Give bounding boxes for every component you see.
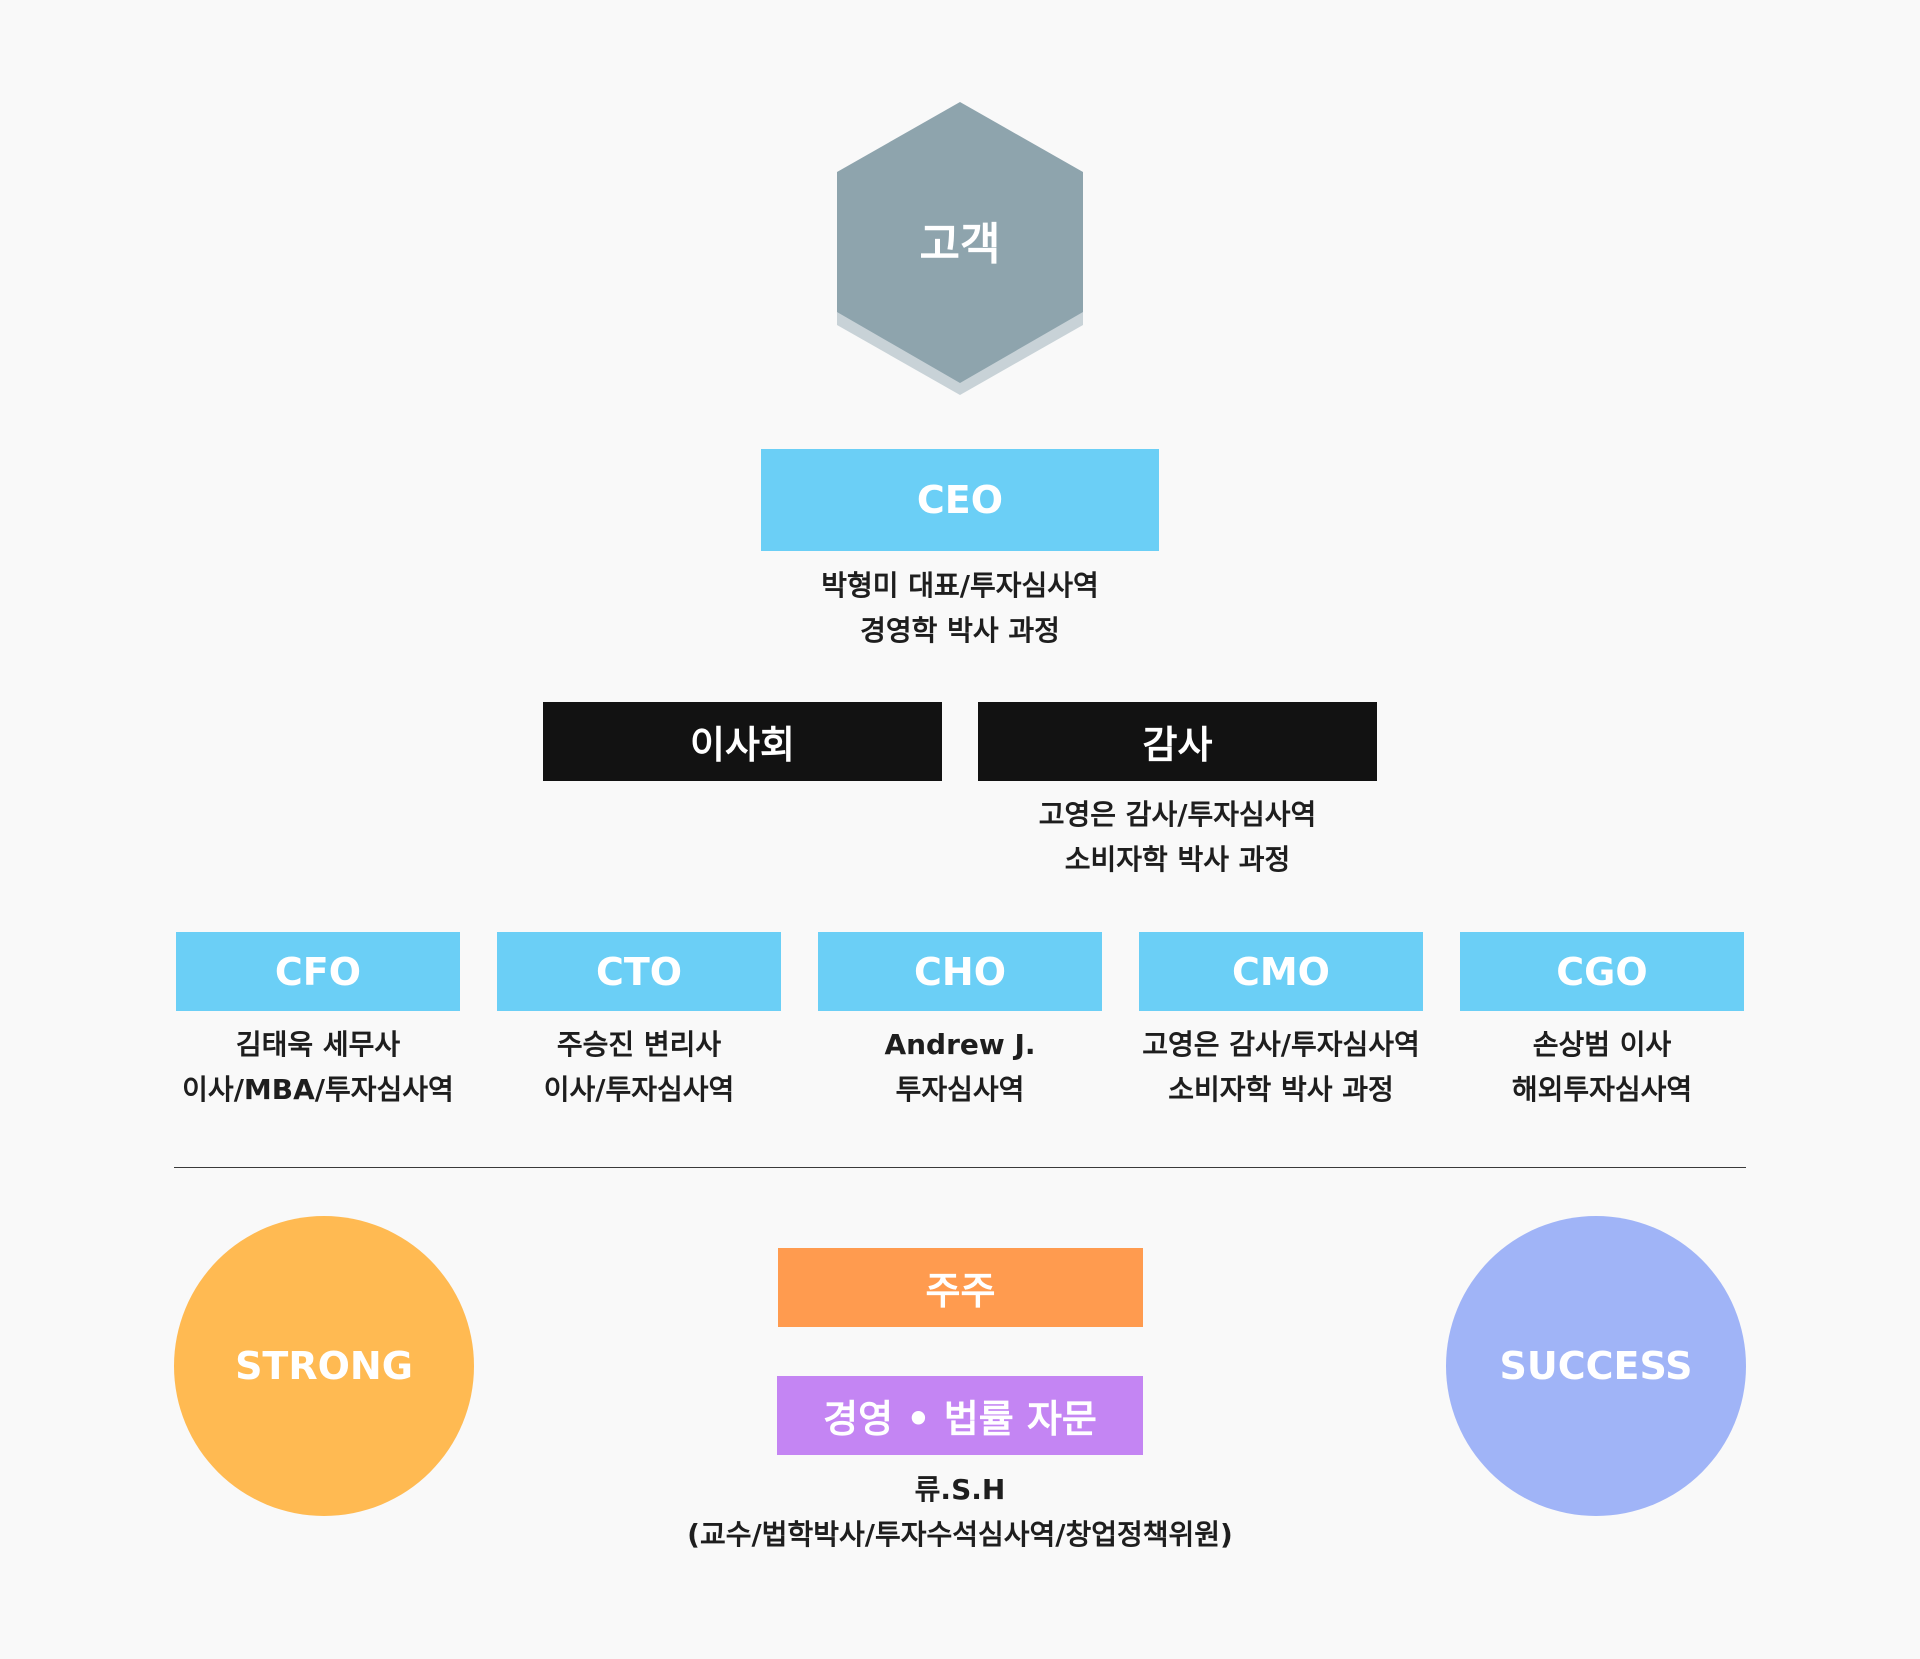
- cmo-box: CMO: [1139, 932, 1423, 1011]
- cfo-caption-line1: 김태욱 세무사: [235, 1028, 401, 1061]
- cfo-box: CFO: [176, 932, 460, 1011]
- audit-box: 감사: [978, 702, 1377, 781]
- shareholders-box: 주주: [778, 1248, 1143, 1327]
- strong-circle: STRONG: [174, 1216, 474, 1516]
- customer-hexagon: 고객: [835, 100, 1085, 396]
- cho-box: CHO: [818, 932, 1102, 1011]
- advisory-caption-line2: (교수/법학박사/투자수석심사역/창업정책위원): [687, 1518, 1233, 1551]
- hexagon-icon: [837, 102, 1083, 395]
- board-box: 이사회: [543, 702, 942, 781]
- success-circle: SUCCESS: [1446, 1216, 1746, 1516]
- cgo-caption-line2: 해외투자심사역: [1511, 1073, 1693, 1106]
- advisory-box: 경영 • 법률 자문: [777, 1376, 1143, 1455]
- cmo-caption: 고영은 감사/투자심사역 소비자학 박사 과정: [1121, 1022, 1441, 1112]
- section-divider: [174, 1167, 1746, 1168]
- cfo-caption-line2: 이사/MBA/투자심사역: [182, 1073, 454, 1106]
- ceo-caption-line2: 경영학 박사 과정: [860, 614, 1060, 647]
- customer-label: 고객: [919, 219, 1001, 270]
- cto-caption: 주승진 변리사 이사/투자심사역: [479, 1022, 799, 1112]
- cho-caption: Andrew J. 투자심사역: [800, 1022, 1120, 1112]
- audit-caption-line1: 고영은 감사/투자심사역: [1038, 798, 1317, 831]
- cto-caption-line2: 이사/투자심사역: [543, 1073, 735, 1106]
- cto-box: CTO: [497, 932, 781, 1011]
- cgo-caption: 손상범 이사 해외투자심사역: [1442, 1022, 1762, 1112]
- audit-caption: 고영은 감사/투자심사역 소비자학 박사 과정: [978, 792, 1377, 882]
- cgo-caption-line1: 손상범 이사: [1532, 1028, 1672, 1061]
- cho-caption-line2: 투자심사역: [895, 1073, 1025, 1106]
- cmo-caption-line1: 고영은 감사/투자심사역: [1142, 1028, 1420, 1061]
- advisory-caption: 류.S.H (교수/법학박사/투자수석심사역/창업정책위원): [620, 1467, 1300, 1557]
- ceo-box: CEO: [761, 449, 1159, 551]
- cmo-caption-line2: 소비자학 박사 과정: [1168, 1073, 1394, 1106]
- ceo-caption: 박형미 대표/투자심사역 경영학 박사 과정: [760, 563, 1160, 653]
- cgo-box: CGO: [1460, 932, 1744, 1011]
- cto-caption-line1: 주승진 변리사: [556, 1028, 722, 1061]
- cfo-caption: 김태욱 세무사 이사/MBA/투자심사역: [158, 1022, 478, 1112]
- ceo-caption-line1: 박형미 대표/투자심사역: [821, 569, 1099, 602]
- advisory-caption-line1: 류.S.H: [914, 1473, 1006, 1506]
- cho-caption-line1: Andrew J.: [884, 1028, 1036, 1061]
- audit-caption-line2: 소비자학 박사 과정: [1064, 843, 1291, 876]
